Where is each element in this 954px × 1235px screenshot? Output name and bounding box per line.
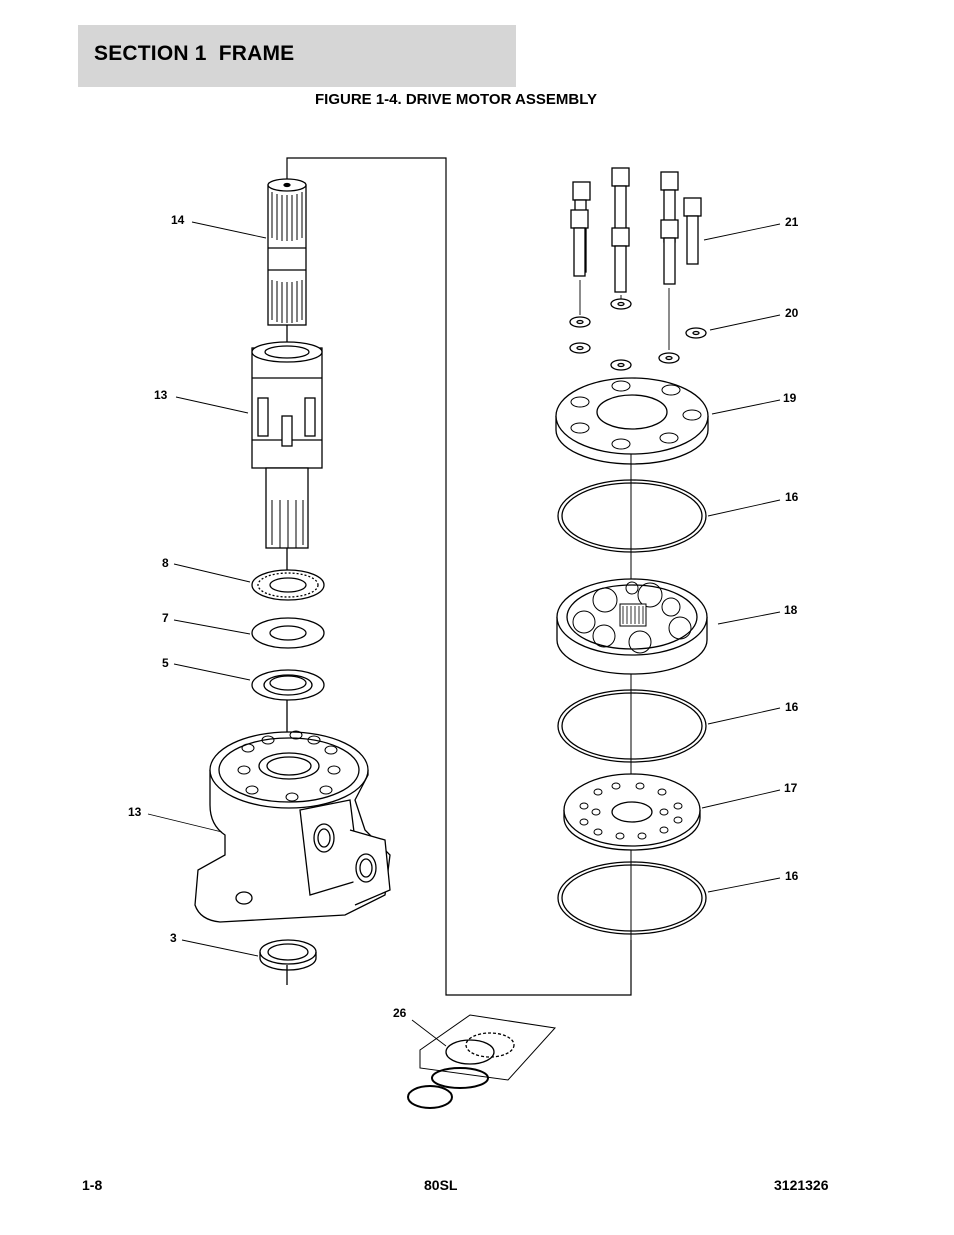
part-16-o-ring-bottom	[557, 861, 707, 935]
part-20-washers	[569, 298, 707, 371]
leader-18	[717, 611, 781, 625]
callout-7: 7	[162, 611, 169, 625]
callout-18: 18	[784, 603, 798, 617]
callout-13-housing: 13	[128, 805, 142, 819]
leader-16-bottom	[707, 877, 781, 893]
part-7-washer	[251, 617, 325, 649]
callout-14: 14	[171, 213, 185, 227]
part-5-seal	[251, 669, 325, 701]
leader-16-mid	[707, 707, 781, 725]
leader-7	[173, 619, 251, 635]
callout-19: 19	[783, 391, 797, 405]
part-21-bolts	[570, 167, 702, 293]
callout-16-bottom: 16	[785, 869, 799, 883]
figure-title: FIGURE 1-4. DRIVE MOTOR ASSEMBLY	[315, 91, 597, 108]
callout-13-bearing: 13	[154, 388, 168, 402]
callout-8: 8	[162, 556, 169, 570]
callout-16-mid: 16	[785, 700, 799, 714]
footer-page-number: 1-8	[82, 1177, 103, 1193]
assembly-connector-line	[286, 157, 632, 996]
part-14-splined-shaft	[267, 178, 307, 326]
leader-13-housing	[147, 813, 223, 833]
leader-17	[701, 789, 781, 809]
callout-16-top: 16	[785, 490, 799, 504]
leader-13-bearing	[175, 396, 249, 414]
section-header-bar: SECTION 1 FRAME	[78, 25, 516, 87]
callout-20: 20	[785, 306, 799, 320]
leader-21	[703, 223, 781, 241]
part-13-motor-housing	[194, 730, 391, 923]
part-13-bearing-assembly	[251, 341, 323, 549]
leader-14	[191, 221, 267, 239]
section-title: SECTION 1 FRAME	[94, 42, 295, 65]
part-3-seal	[259, 939, 317, 971]
leader-19	[711, 399, 781, 415]
footer-doc-number: 3121326	[774, 1177, 829, 1193]
figure-title-row: FIGURE 1-4. DRIVE MOTOR ASSEMBLY	[0, 91, 954, 108]
leader-5	[173, 663, 251, 681]
part-17-wear-plate	[563, 773, 701, 851]
footer-model: 80SL	[424, 1177, 458, 1193]
part-18-gerotor	[556, 578, 708, 675]
callout-21: 21	[785, 215, 799, 229]
part-19-end-cap	[555, 377, 709, 465]
leader-20	[709, 314, 781, 331]
part-26-seal-kit	[407, 1014, 556, 1109]
leader-3	[181, 939, 259, 957]
callout-3: 3	[170, 931, 177, 945]
part-16-o-ring-top	[557, 479, 707, 553]
callout-17: 17	[784, 781, 798, 795]
callout-26: 26	[393, 1006, 407, 1020]
leader-8	[173, 563, 251, 583]
leader-16-top	[707, 499, 781, 517]
callout-5: 5	[162, 656, 169, 670]
leader-26	[411, 1019, 447, 1047]
part-16-o-ring-middle	[557, 689, 707, 763]
part-8-thrust-bearing	[251, 569, 325, 601]
